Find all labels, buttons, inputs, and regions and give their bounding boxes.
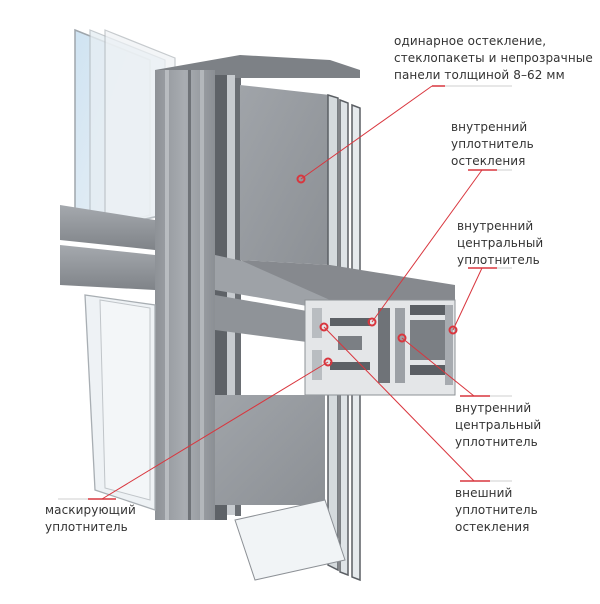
callout-lines (58, 85, 512, 500)
opaque-panel (240, 85, 330, 265)
marker-outer-glazing-seal (319, 322, 329, 332)
callout-glazing: одинарное остекление, стеклопакеты и неп… (394, 34, 593, 82)
lower-mullion-panel (215, 395, 346, 581)
marker-inner-central-seal-bottom (397, 333, 407, 343)
profile-cross-section (304, 299, 456, 396)
horizontal-transom (60, 205, 455, 345)
marker-inner-central-seal-top (448, 325, 458, 335)
marker-masking-seal (323, 357, 333, 367)
callout-inner-central-seal-top: внутренний центральный уплотнитель (457, 219, 544, 267)
callout-markers (296, 174, 458, 367)
marker-inner-glazing-seal (367, 317, 377, 327)
callout-inner-central-seal-bottom: внутренний центральный уплотнитель (455, 401, 542, 449)
callout-outer-glazing-seal: внешний уплотнитель остекления (455, 486, 538, 534)
callout-masking-seal: маскирующий уплотнитель (45, 503, 136, 534)
callout-inner-glazing-seal: внутренний уплотнитель остекления (451, 120, 534, 168)
lower-left-glass (84, 294, 156, 511)
marker-glazing (296, 174, 306, 184)
